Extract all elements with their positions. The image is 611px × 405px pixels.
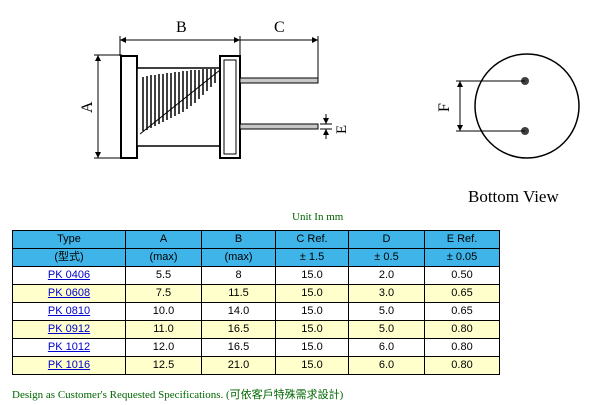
cell-e: 0.80	[424, 356, 500, 375]
col-header-b: B	[201, 230, 276, 249]
table-row: PK 0912 11.0 16.5 15.0 5.0 0.80	[12, 320, 500, 339]
cell-a: 12.0	[125, 338, 202, 357]
footer-note: Design as Customer's Requested Specifica…	[12, 389, 344, 401]
cell-a: 11.0	[125, 320, 202, 339]
cell-b: 8	[201, 266, 276, 285]
cell-d: 3.0	[348, 284, 425, 303]
cell-d: 6.0	[348, 338, 425, 357]
cell-d: 6.0	[348, 356, 425, 375]
col-header-c: C Ref.	[275, 230, 349, 249]
col-header-e: E Ref.	[424, 230, 500, 249]
cell-type: PK 0810	[12, 302, 126, 321]
table-row: PK 1012 12.0 16.5 15.0 6.0 0.80	[12, 338, 500, 357]
cell-b: 16.5	[201, 320, 276, 339]
cell-type: PK 0608	[12, 284, 126, 303]
cell-d: 5.0	[348, 320, 425, 339]
header-row-2: (型式) (max) (max) ± 1.5 ± 0.5 ± 0.05	[12, 248, 500, 267]
table-row: PK 0608 7.5 11.5 15.0 3.0 0.65	[12, 284, 500, 303]
cell-type: PK 0912	[12, 320, 126, 339]
dim-e-label: E	[334, 125, 350, 134]
col-subheader-e: ± 0.05	[424, 248, 500, 267]
cell-d: 5.0	[348, 302, 425, 321]
spec-table-header: Type A B C Ref. D E Ref. (型式) (max) (max…	[12, 230, 500, 267]
cell-c: 15.0	[275, 302, 349, 321]
spec-table-body: PK 0406 5.5 8 15.0 2.0 0.50 PK 0608 7.5 …	[12, 266, 500, 375]
cell-type: PK 1012	[12, 338, 126, 357]
spec-table: Type A B C Ref. D E Ref. (型式) (max) (max…	[12, 230, 500, 375]
col-subheader-c: ± 1.5	[275, 248, 349, 267]
part-link[interactable]: PK 1016	[47, 359, 91, 371]
cell-c: 15.0	[275, 266, 349, 285]
col-subheader-d: ± 0.5	[348, 248, 425, 267]
cell-b: 21.0	[201, 356, 276, 375]
col-subheader-type: (型式)	[12, 248, 126, 267]
cell-e: 0.80	[424, 338, 500, 357]
cell-a: 10.0	[125, 302, 202, 321]
table-row: PK 1016 12.5 21.0 15.0 6.0 0.80	[12, 356, 500, 375]
header-row-1: Type A B C Ref. D E Ref.	[12, 230, 500, 249]
dim-a-label: A	[79, 101, 96, 113]
cell-a: 5.5	[125, 266, 202, 285]
cell-c: 15.0	[275, 320, 349, 339]
part-link[interactable]: PK 0810	[47, 305, 91, 317]
cell-c: 15.0	[275, 284, 349, 303]
col-header-d: D	[348, 230, 425, 249]
cell-type: PK 1016	[12, 356, 126, 375]
dim-f-label: F	[436, 103, 453, 112]
cell-e: 0.50	[424, 266, 500, 285]
cell-b: 11.5	[201, 284, 276, 303]
part-link[interactable]: PK 0912	[47, 323, 91, 335]
cell-a: 12.5	[125, 356, 202, 375]
cell-e: 0.65	[424, 302, 500, 321]
cell-e: 0.65	[424, 284, 500, 303]
col-header-a: A	[125, 230, 202, 249]
unit-label: Unit In mm	[292, 211, 344, 223]
cell-d: 2.0	[348, 266, 425, 285]
cell-a: 7.5	[125, 284, 202, 303]
cell-type: PK 0406	[12, 266, 126, 285]
dim-b-label: B	[176, 19, 187, 36]
col-header-type: Type	[12, 230, 126, 249]
part-link[interactable]: PK 1012	[47, 341, 91, 353]
part-link[interactable]: PK 0608	[47, 287, 91, 299]
cell-b: 16.5	[201, 338, 276, 357]
table-row: PK 0810 10.0 14.0 15.0 5.0 0.65	[12, 302, 500, 321]
col-subheader-b: (max)	[201, 248, 276, 267]
inductor-drawing: B C A	[79, 19, 580, 159]
cell-e: 0.80	[424, 320, 500, 339]
dim-c-label: C	[274, 19, 285, 36]
cell-c: 15.0	[275, 356, 349, 375]
bottom-view-label: Bottom View	[468, 187, 559, 206]
col-subheader-a: (max)	[125, 248, 202, 267]
part-link[interactable]: PK 0406	[47, 269, 91, 281]
cell-c: 15.0	[275, 338, 349, 357]
cell-b: 14.0	[201, 302, 276, 321]
table-row: PK 0406 5.5 8 15.0 2.0 0.50	[12, 266, 500, 285]
